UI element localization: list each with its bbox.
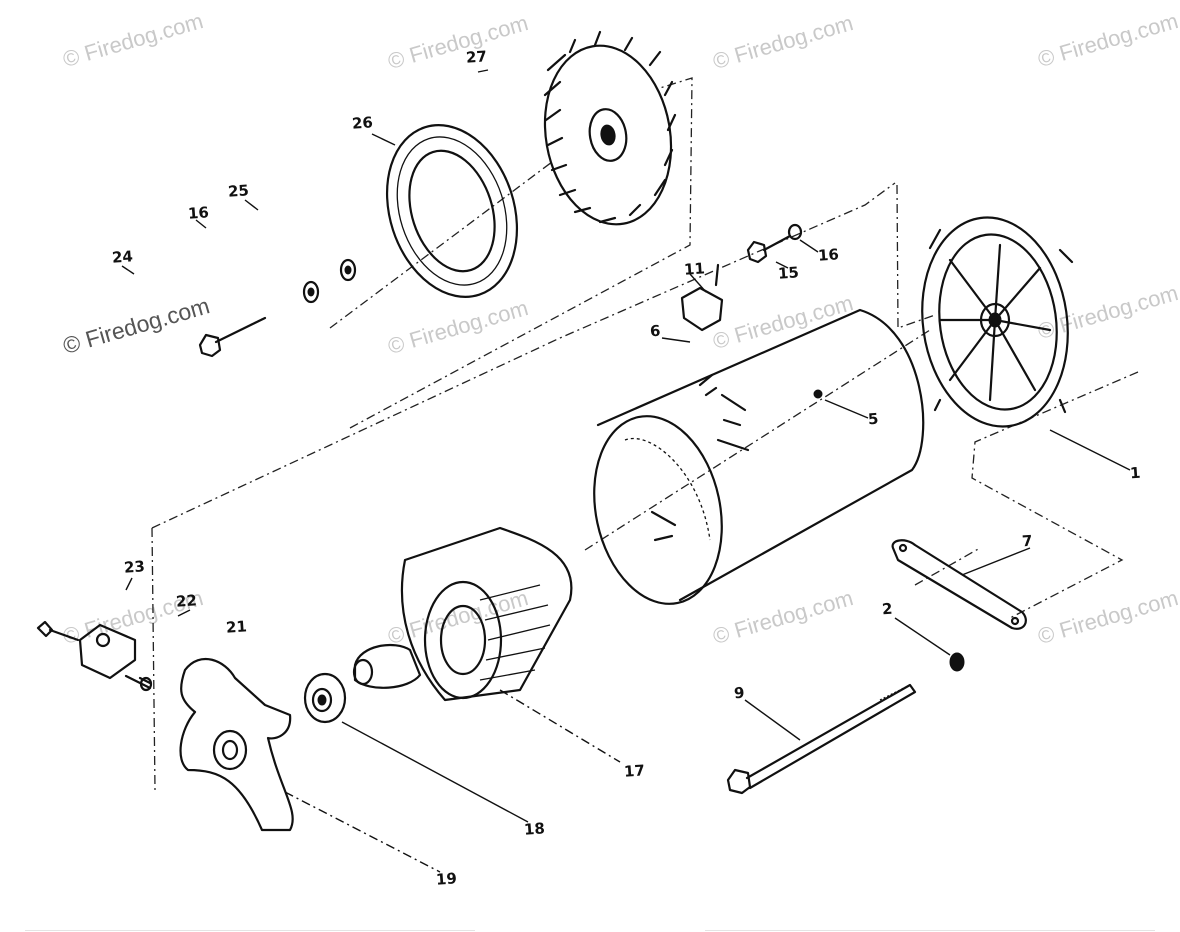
label-part-24: 24: [111, 247, 134, 267]
label-part-11: 11: [683, 259, 706, 279]
divider: [25, 930, 475, 931]
baffle-ring-part-26: [385, 124, 519, 298]
label-part-25: 25: [227, 181, 250, 201]
brush-assembly-part-22: [36, 620, 153, 692]
bearing-part-18: [303, 672, 347, 724]
brush-holder-part-11: [680, 263, 724, 332]
shaft-axis-line: [914, 547, 981, 586]
label-part-21: 21: [225, 617, 248, 637]
divider: [705, 930, 1155, 931]
label-part-1: 1: [1129, 463, 1142, 483]
rotor-part-17: [352, 526, 573, 702]
bolt-part-9: [726, 683, 917, 795]
stator-housing-part: [593, 308, 925, 605]
shaft-axis-line: [329, 161, 553, 329]
nut-part-2: [949, 652, 965, 672]
assembly-line-right: [896, 184, 936, 329]
label-part-9: 9: [733, 683, 746, 703]
label-part-26: 26: [351, 113, 374, 133]
label-part-6: 6: [649, 321, 662, 341]
label-part-16: 16: [817, 245, 840, 265]
retainer-plate-part-19: [179, 658, 294, 832]
shaft-axis-line: [584, 329, 931, 551]
label-part-7: 7: [1021, 531, 1034, 551]
label-part-18: 18: [523, 819, 546, 839]
bolt-part-24: [198, 316, 267, 358]
label-part-17: 17: [623, 761, 646, 781]
label-part-23: 23: [123, 557, 146, 577]
label-part-16: 16: [187, 203, 210, 223]
label-part-15: 15: [777, 263, 800, 283]
fan-part-27: [543, 30, 677, 226]
label-part-22: 22: [175, 591, 198, 611]
assembly-line-upper: [349, 77, 693, 429]
nut-washer-parts: [302, 258, 357, 304]
leader-lines: [121, 69, 1131, 873]
strap-part-7: [891, 539, 1027, 630]
label-part-27: 27: [465, 47, 488, 67]
end-bracket-part-1: [921, 216, 1074, 428]
assembly-line-lower-left: [151, 527, 156, 791]
bolt-part-15: [746, 223, 803, 264]
assembly-line-middle: [151, 182, 896, 529]
label-part-5: 5: [867, 409, 880, 429]
label-part-2: 2: [881, 599, 894, 619]
label-part-19: 19: [435, 869, 458, 889]
